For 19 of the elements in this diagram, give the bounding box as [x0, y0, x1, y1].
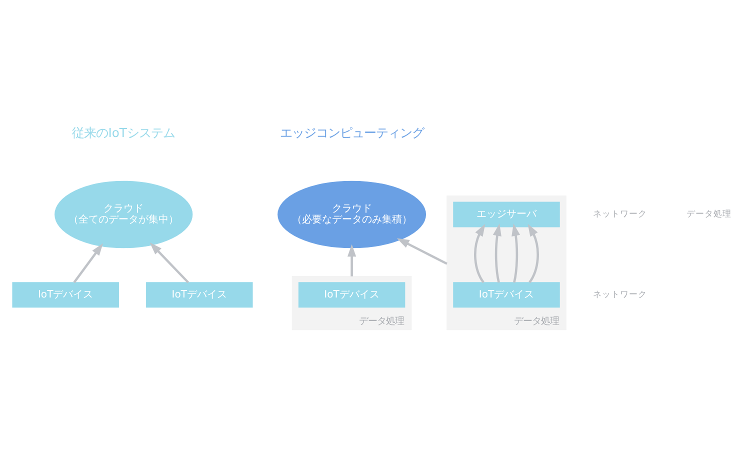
arrow [150, 242, 190, 284]
node-box: IoTデバイス [146, 282, 253, 308]
label: ネットワーク [593, 210, 648, 220]
arrow [528, 224, 539, 284]
arrow [492, 223, 502, 283]
node-ellipse: クラウド （全てのデータが集中） [54, 180, 193, 248]
node-box: IoTデバイス [453, 282, 560, 308]
arrow [474, 224, 486, 284]
node-box: IoTデバイス [298, 282, 406, 308]
label: 従来のIoTシステム [72, 126, 175, 140]
node-box: IoTデバイス [12, 282, 119, 308]
arrow [396, 238, 448, 265]
node-box: エッジサーバ [453, 202, 560, 228]
arrow [512, 223, 520, 283]
arrow [347, 244, 356, 276]
label: エッジコンピューティング [280, 126, 424, 140]
arrow [73, 243, 104, 284]
label: ネットワーク [593, 290, 648, 300]
label: データ処理 [686, 210, 732, 220]
